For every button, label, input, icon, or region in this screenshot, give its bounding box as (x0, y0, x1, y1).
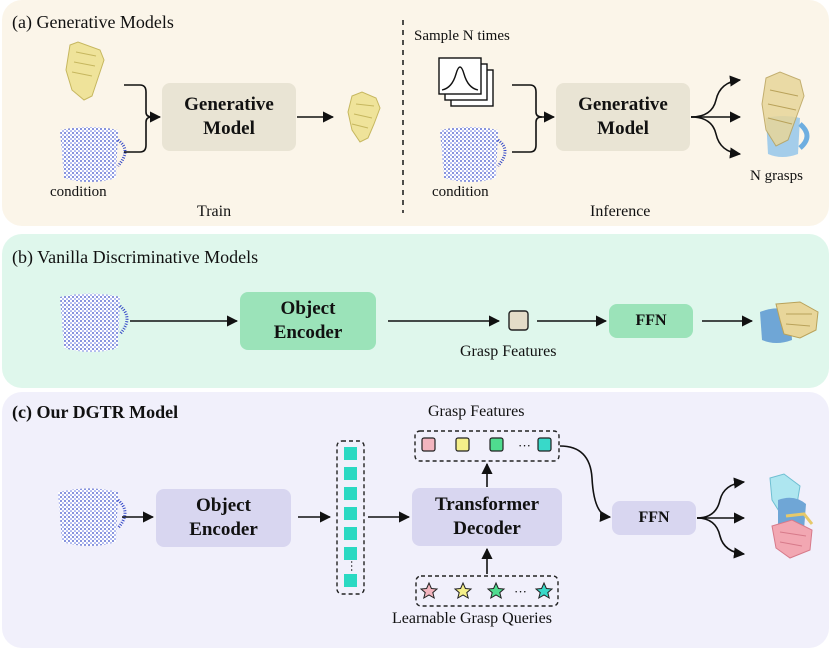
panel-b-mug-icon (60, 293, 129, 352)
panel-c-object-encoder-label: Object Encoder (189, 495, 258, 540)
object-token (344, 574, 357, 587)
object-token-ellipsis: ··· (345, 560, 359, 572)
object-token (344, 547, 357, 560)
transformer-decoder-box: Transformer Decoder (412, 488, 562, 546)
grasp-feature-token (489, 437, 504, 452)
train-condition-connector (124, 116, 153, 153)
panel-c-fan-out-bottom (696, 517, 746, 559)
n-grasps-result-icon (761, 71, 810, 157)
inference-generative-model-label: Generative Model (578, 94, 668, 139)
panel-c-fan-out-top (696, 477, 746, 519)
inference-condition-connector (512, 116, 543, 153)
grasp-feature-token (455, 437, 470, 452)
dgtr-grasps-result-icon (769, 473, 814, 559)
object-token-column: ··· (336, 440, 365, 595)
query-ellipsis: ··· (514, 584, 527, 599)
learnable-grasp-queries-label: Learnable Grasp Queries (392, 610, 552, 627)
panel-b-ffn-box: FFN (609, 304, 693, 338)
panel-b-object-encoder-label: Object Encoder (273, 298, 343, 343)
transformer-decoder-label: Transformer Decoder (434, 494, 540, 539)
panel-b-ffn-label: FFN (635, 312, 667, 329)
object-token (344, 527, 357, 540)
inference-caption: Inference (590, 203, 651, 220)
inference-condition-label: condition (432, 184, 489, 200)
train-condition-label: condition (50, 184, 107, 200)
inference-sample-to-model-arrow (512, 84, 556, 123)
features-to-ffn-arrow (559, 445, 612, 522)
panel-a-title: (a) Generative Models (12, 12, 174, 32)
panel-b-grasp-features-label: Grasp Features (460, 343, 557, 360)
panel-c-object-encoder-box: Object Encoder (156, 489, 291, 547)
fan-out-arrow-top (690, 75, 742, 118)
train-generative-model-box: Generative Model (162, 83, 296, 151)
object-token (344, 467, 357, 480)
train-hand-icon (65, 41, 105, 101)
train-output-hand-icon (347, 91, 381, 143)
object-token (344, 447, 357, 460)
panel-b-title: (b) Vanilla Discriminative Models (12, 247, 259, 267)
learnable-queries-row: ··· (415, 575, 559, 607)
panel-generative-models (2, 0, 829, 226)
panel-c-title: (c) Our DGTR Model (12, 402, 179, 422)
fan-out-arrow-bottom (690, 116, 742, 159)
panel-b-object-encoder-box: Object Encoder (240, 292, 376, 350)
inference-mug-icon (440, 127, 507, 182)
sample-n-times-label: Sample N times (414, 28, 510, 44)
grasp-features-row: ··· (414, 430, 560, 462)
panel-c-ffn-label: FFN (638, 509, 670, 526)
query-star-icon (419, 581, 439, 600)
grasp-feature-ellipsis: ··· (518, 438, 531, 453)
panel-c-ffn-box: FFN (612, 501, 696, 535)
grasp-feature-token (537, 437, 552, 452)
inference-generative-model-box: Generative Model (556, 83, 690, 151)
train-mug-icon (60, 127, 127, 182)
sample-distribution-icon (438, 57, 494, 107)
train-hand-to-model-arrow (124, 84, 162, 123)
train-generative-model-label: Generative Model (184, 94, 274, 139)
query-star-icon (534, 581, 554, 600)
object-token (344, 507, 357, 520)
panel-b-grasp-feature-token (508, 310, 529, 331)
panel-c-grasp-features-label: Grasp Features (428, 403, 525, 420)
grasp-feature-token (421, 437, 436, 452)
panel-c-mug-icon (58, 488, 127, 546)
n-grasps-label: N grasps (750, 168, 803, 184)
train-caption: Train (197, 203, 232, 220)
object-token (344, 487, 357, 500)
panel-b-grasp-result-icon (760, 301, 819, 343)
query-star-icon (453, 581, 473, 600)
query-star-icon (486, 581, 506, 600)
